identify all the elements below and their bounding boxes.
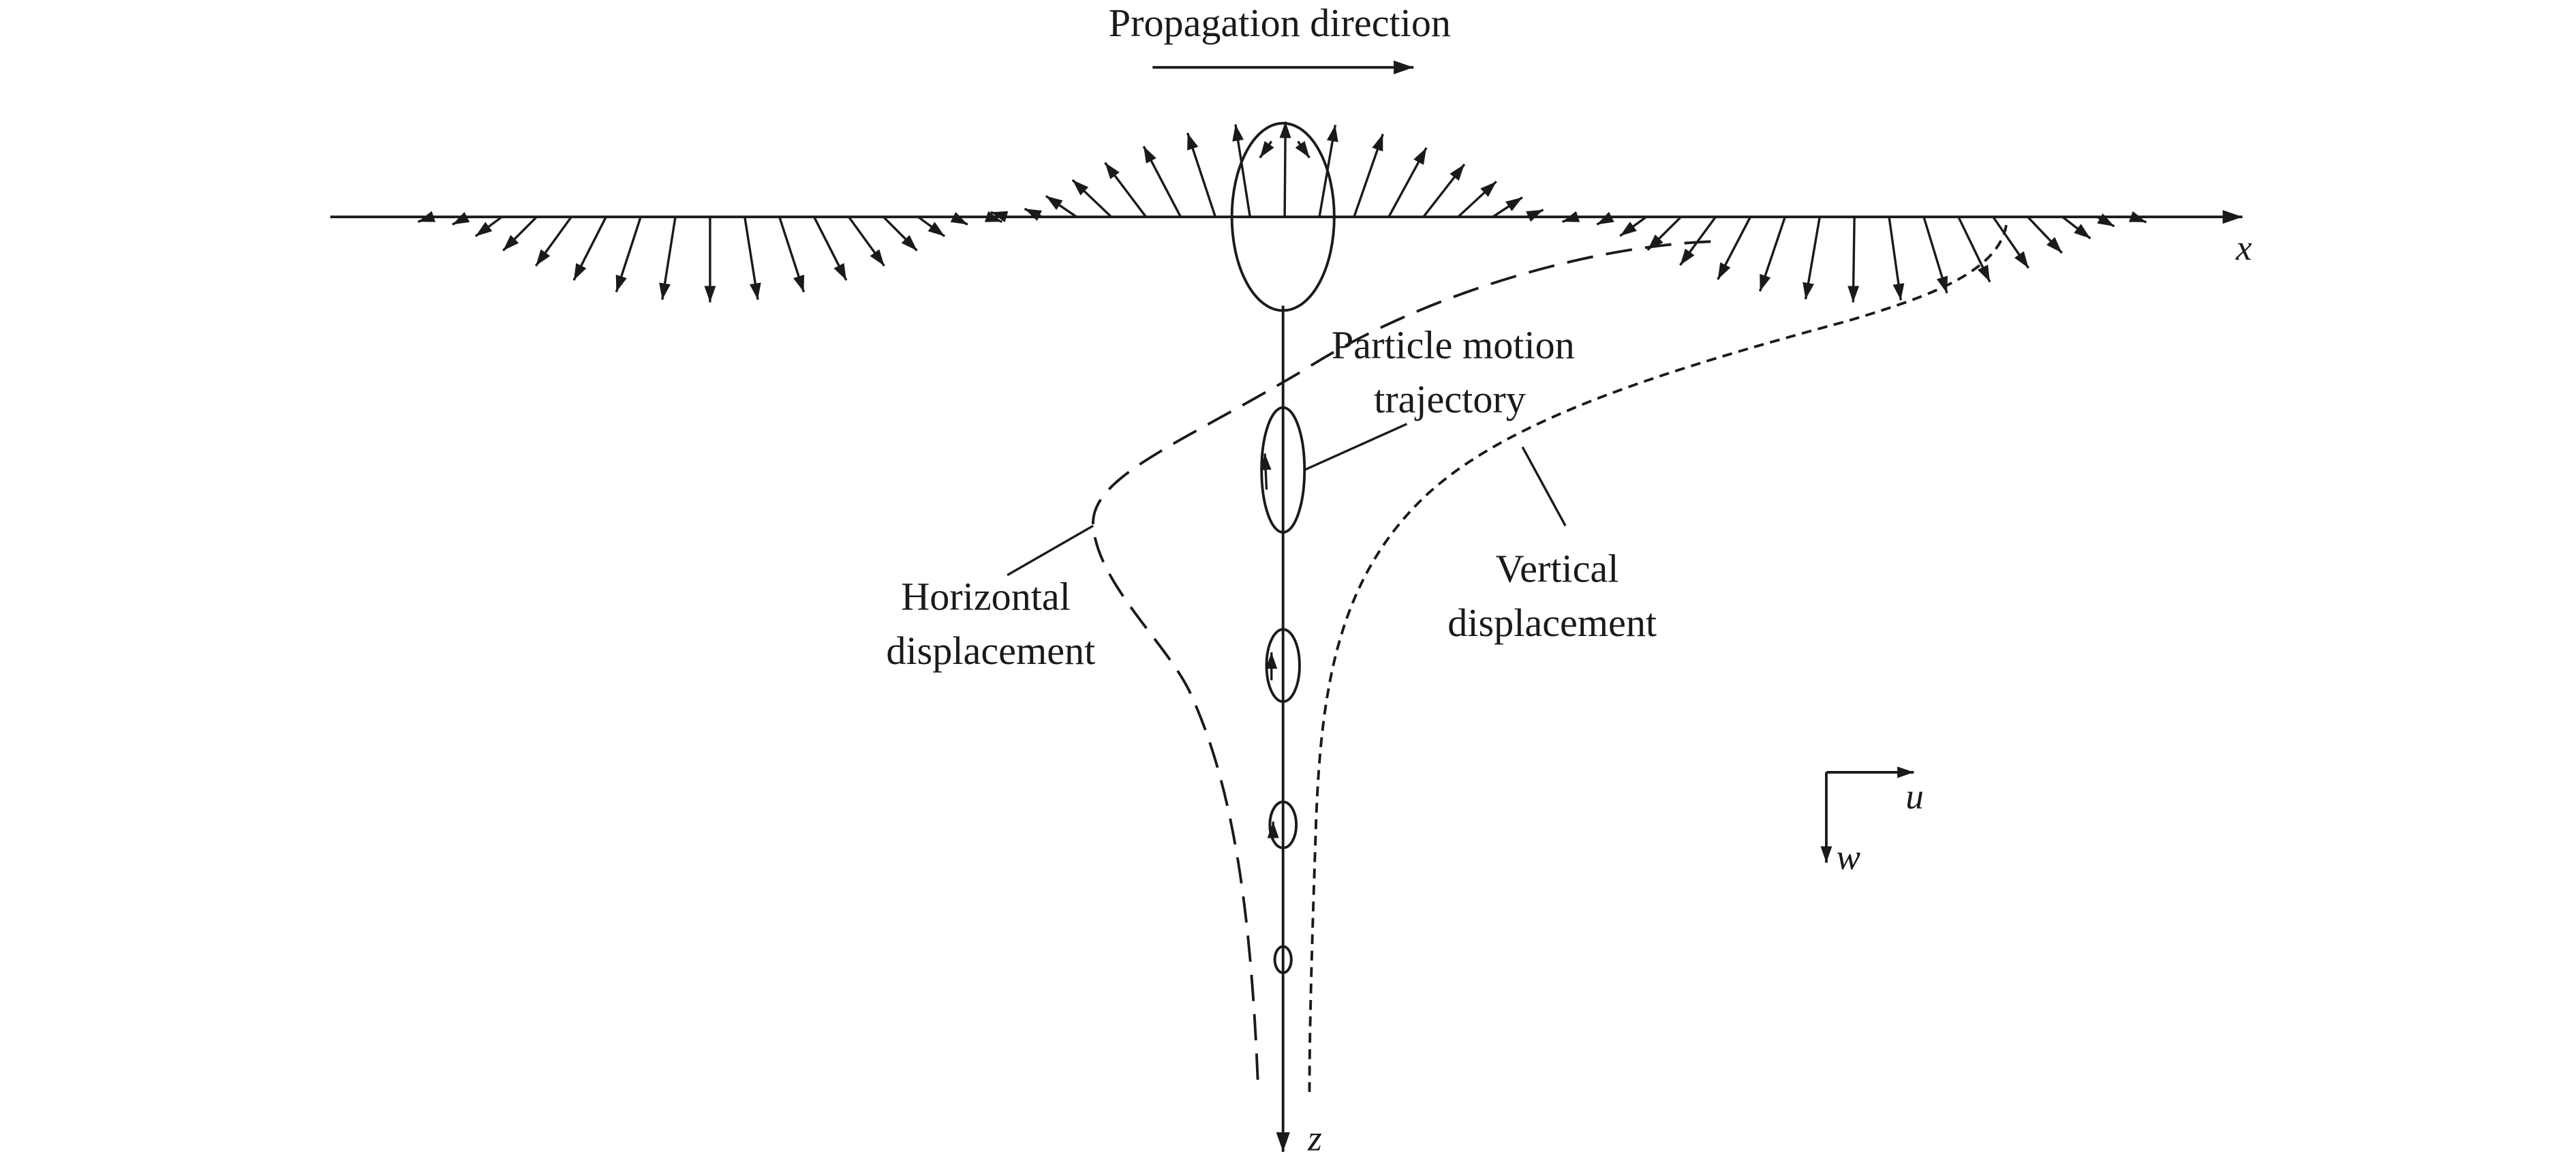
uw-axes-indicator [1820,766,1914,863]
horizontal-displacement-curve [1092,240,1711,1093]
surface-arrow-9 [743,216,761,300]
vertical-displacement-label-1: Vertical [1496,546,1619,590]
surface-arrow-29 [1422,163,1466,218]
surface-arrow-4 [534,216,572,267]
surface-arrow-0 [417,211,435,223]
surface-arrow-34 [1596,211,1614,226]
surface-arrow-49 [2128,211,2147,224]
surface-arrow-44 [1957,216,1991,283]
rotation-arrows [1259,140,1310,838]
surface-arrow-31 [1492,196,1523,218]
surface-arrow-12 [848,216,885,267]
w-axis-label: w [1836,838,1860,877]
z-axis-label: z [1307,1119,1322,1158]
surface-arrow-38 [1717,216,1751,280]
surface-arrow-23 [1186,132,1216,217]
surface-arrow-18 [1024,207,1043,222]
surface-arrow-20 [1071,179,1112,218]
surface-arrow-40 [1803,216,1821,300]
surface-arrow-35 [1619,215,1647,237]
surface-arrow-45 [1992,216,2029,269]
surface-arrow-21 [1104,162,1147,218]
surface-arrow-3 [502,215,538,252]
surface-arrow-28 [1387,147,1428,217]
surface-arrow-32 [1526,209,1544,222]
particle-ellipse-5 [1273,945,1293,974]
particle-motion-leader [1304,423,1408,471]
surface-arrow-2 [474,215,503,237]
surface-arrow-1 [452,211,470,226]
vertical-leader [1521,446,1567,527]
x-axis-label: x [2235,228,2252,268]
surface-arrow-41 [1847,217,1860,303]
surface-arrow-48 [2096,213,2115,228]
surface-arrow-42 [1888,216,1905,301]
horizontal-displacement-label-2: displacement [886,629,1095,673]
particle-ellipses [1230,121,1336,974]
particle-motion-label-2: trajectory [1374,377,1526,421]
particle-ellipse-surface [1230,121,1336,312]
vertical-displacement-label-2: displacement [1447,601,1657,645]
horizontal-leader [1007,524,1094,577]
propagation-direction-label: Propagation direction [1109,1,1451,45]
surface-arrow-27 [1353,134,1384,217]
leader-lines [1007,423,1567,577]
surface-arrow-22 [1142,145,1182,217]
surface-arrow-13 [883,215,918,252]
surface-arrow-6 [615,216,642,292]
vertical-displacement-curve [1308,224,2008,1093]
surface-arrow-46 [2027,216,2064,254]
surface-arrow-19 [1045,195,1077,218]
surface-arrow-24 [1232,124,1251,217]
surface-arrow-17 [990,211,1009,223]
surface-arrow-43 [1922,216,1948,294]
surface-arrow-39 [1758,216,1786,292]
surface-arrow-47 [2061,215,2091,240]
surface-arrow-14 [917,215,946,237]
surface-arrow-36 [1646,215,1682,252]
surface-arrow-15 [950,211,968,226]
u-axis-label: u [1905,777,1924,817]
surface-arrow-7 [659,216,677,300]
surface-displacement-arrows [417,121,2147,303]
surface-arrow-33 [1561,211,1580,223]
surface-arrow-5 [572,216,607,281]
particle-motion-label-1: Particle motion [1332,323,1575,367]
surface-arrow-30 [1457,181,1497,218]
surface-arrow-10 [778,216,806,292]
horizontal-displacement-label-1: Horizontal [901,574,1071,618]
surface-arrow-11 [813,216,848,281]
